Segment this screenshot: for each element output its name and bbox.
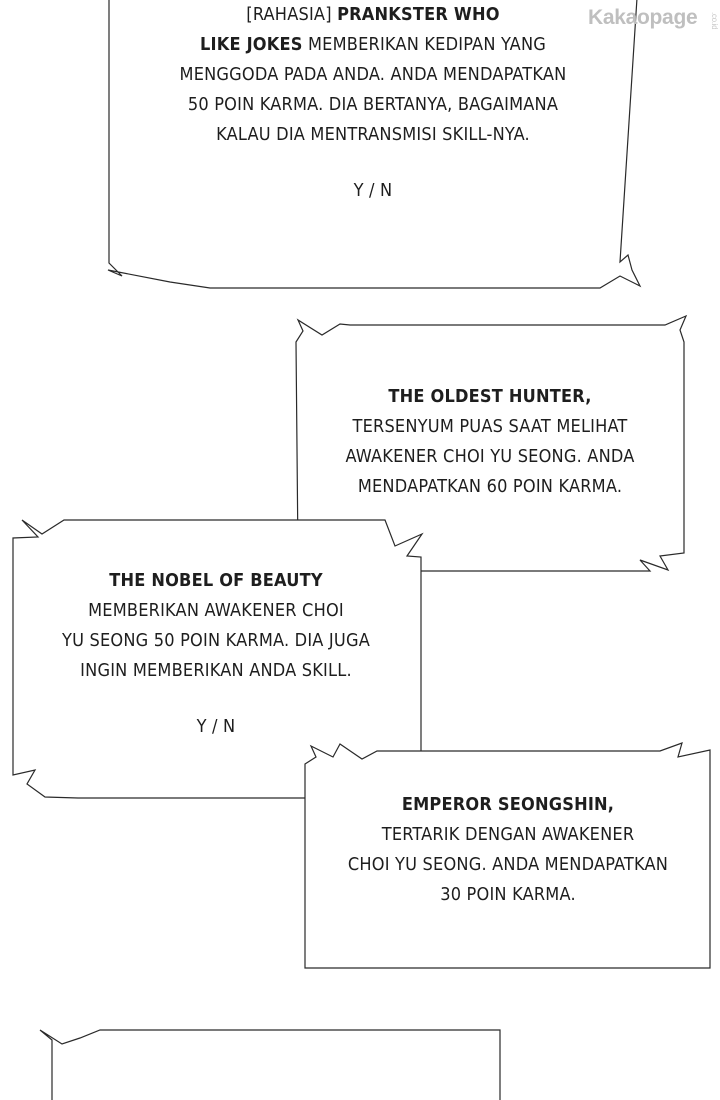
dialog-line: THE NOBEL OF BEAUTY: [16, 566, 416, 596]
dialog-line: 30 POIN KARMA.: [310, 880, 706, 910]
dialog-line: YU SEONG 50 POIN KARMA. DIA JUGA: [16, 626, 416, 656]
frame-box-5: [39, 1029, 501, 1100]
dialog-line: MEMBERIKAN AWAKENER CHOI: [16, 596, 416, 626]
dialog-line: LIKE JOKES MEMBERIKAN KEDIPAN YANG: [112, 30, 634, 60]
message-text: YU SEONG 50 POIN KARMA. DIA JUGA: [62, 630, 370, 651]
kakaopage-watermark: Kakaopage .co.id: [588, 6, 719, 30]
message-text: AWAKENER CHOI YU SEONG. ANDA: [345, 446, 635, 467]
dialog-line: 50 POIN KARMA. DIA BERTANYA, BAGAIMANA: [112, 90, 634, 120]
message-text: TERSENYUM PUAS SAAT MELIHAT: [352, 416, 628, 437]
dialog-line: MENDAPATKAN 60 POIN KARMA.: [300, 472, 680, 502]
dialog-line: TERTARIK DENGAN AWAKENER: [310, 820, 706, 850]
watermark-brand: Kakaopage: [588, 6, 698, 29]
dialog-line: EMPEROR SEONGSHIN,: [310, 790, 706, 820]
entity-name: THE OLDEST HUNTER,: [388, 386, 592, 407]
dialog-line: INGIN MEMBERIKAN ANDA SKILL.: [16, 656, 416, 686]
message-text: MEMBERIKAN KEDIPAN YANG: [302, 34, 547, 55]
message-text: 50 POIN KARMA. DIA BERTANYA, BAGAIMANA: [187, 94, 559, 115]
frame-box-4: [304, 742, 711, 969]
entity-name: LIKE JOKES: [199, 34, 303, 55]
dialog-box-3: THE NOBEL OF BEAUTY MEMBERIKAN AWAKENER C…: [16, 566, 416, 742]
yes-no-choice[interactable]: Y / N: [196, 716, 236, 737]
frame-box-1: [107, 0, 642, 289]
message-text: MEMBERIKAN AWAKENER CHOI: [88, 600, 344, 621]
dialog-line: AWAKENER CHOI YU SEONG. ANDA: [300, 442, 680, 472]
dialog-line: TERSENYUM PUAS SAAT MELIHAT: [300, 412, 680, 442]
dialog-line: THE OLDEST HUNTER,: [300, 382, 680, 412]
dialog-box-2: THE OLDEST HUNTER, TERSENYUM PUAS SAAT ME…: [300, 382, 680, 502]
message-text: TERTARIK DENGAN AWAKENER: [381, 824, 635, 845]
message-text: MENDAPATKAN 60 POIN KARMA.: [357, 476, 623, 497]
message-text: KALAU DIA MENTRANSMISI SKILL-NYA.: [216, 124, 530, 145]
yes-no-choice[interactable]: Y / N: [353, 180, 393, 201]
dialog-line: KALAU DIA MENTRANSMISI SKILL-NYA.: [112, 120, 634, 150]
dialog-line: [RAHASIA] PRANKSTER WHO: [112, 0, 634, 30]
dialog-line: MENGGODA PADA ANDA. ANDA MENDAPATKAN: [112, 60, 634, 90]
message-text: CHOI YU SEONG. ANDA MENDAPATKAN: [347, 854, 669, 875]
message-text: 30 POIN KARMA.: [440, 884, 576, 905]
entity-name: EMPEROR SEONGSHIN,: [401, 794, 615, 815]
message-text: [RAHASIA]: [246, 4, 338, 25]
message-text: MENGGODA PADA ANDA. ANDA MENDAPATKAN: [179, 64, 567, 85]
entity-name: THE NOBEL OF BEAUTY: [109, 570, 323, 591]
dialog-line: CHOI YU SEONG. ANDA MENDAPATKAN: [310, 850, 706, 880]
dialog-box-4: EMPEROR SEONGSHIN, TERTARIK DENGAN AWAKEN…: [310, 790, 706, 910]
entity-name: PRANKSTER WHO: [337, 4, 500, 25]
watermark-suffix: .co.id: [710, 12, 719, 30]
message-text: INGIN MEMBERIKAN ANDA SKILL.: [80, 660, 352, 681]
